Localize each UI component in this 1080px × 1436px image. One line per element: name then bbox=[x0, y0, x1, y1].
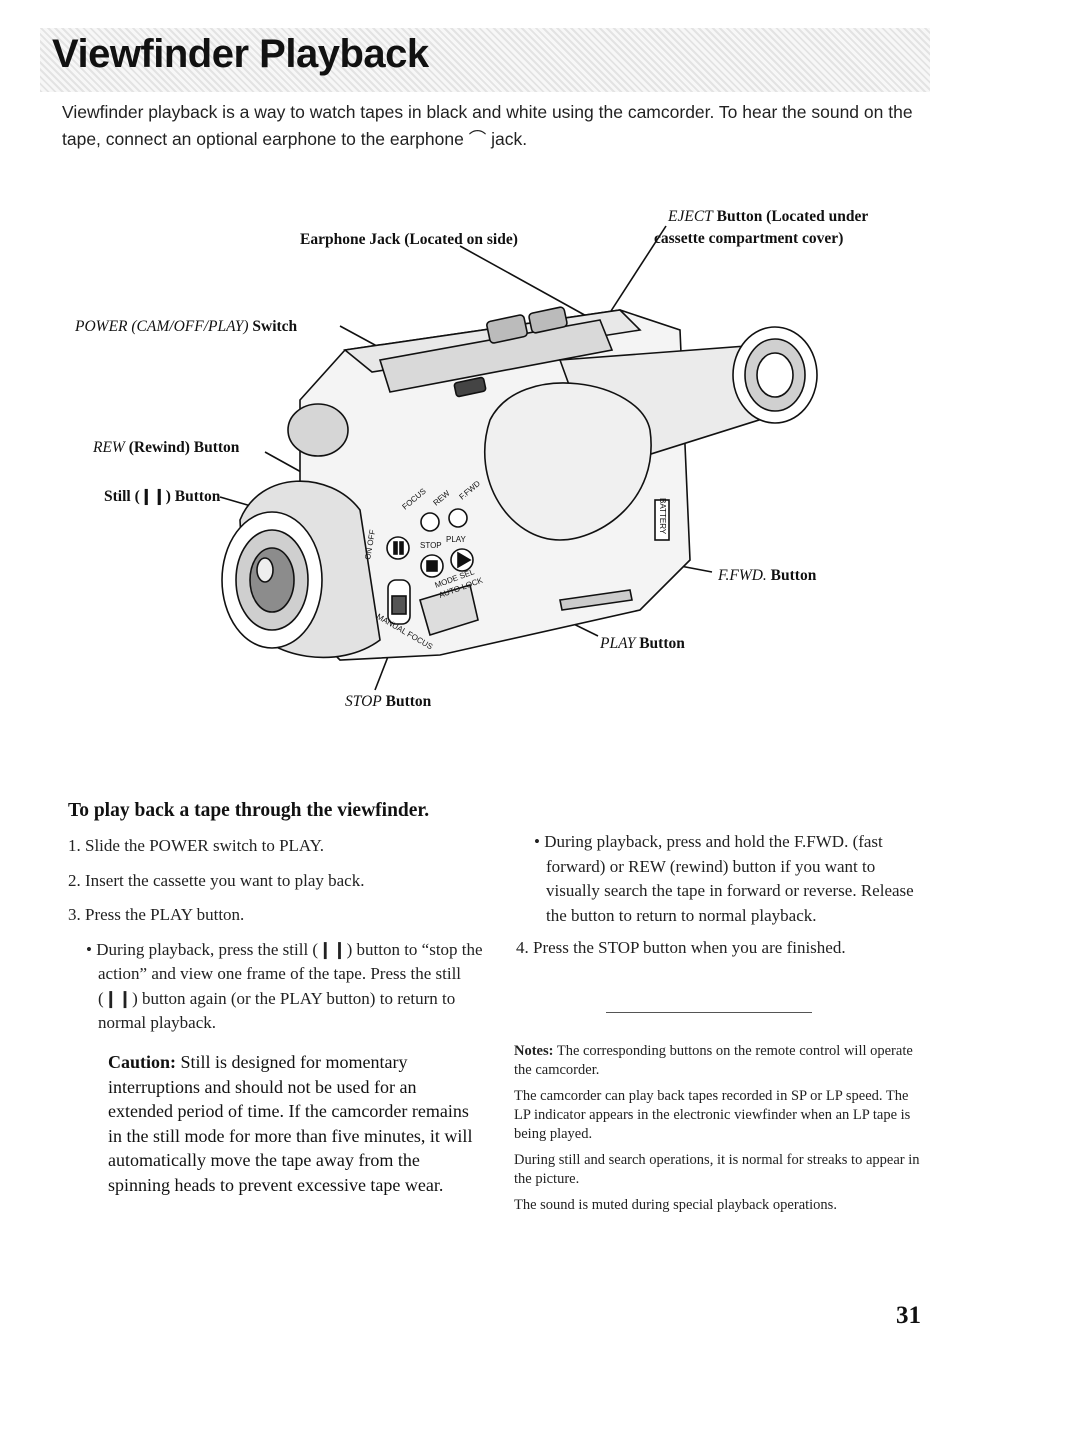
earphone-leader-line bbox=[459, 245, 591, 319]
battery-slot bbox=[654, 499, 670, 541]
ffwd-button bbox=[448, 508, 468, 528]
note-3: During still and search operations, it i… bbox=[514, 1152, 920, 1187]
note-4: The sound is muted during special playba… bbox=[514, 1197, 837, 1213]
page-title: Viewfinder Playback bbox=[52, 32, 429, 76]
side-cover bbox=[484, 382, 652, 541]
divider-rule bbox=[606, 1012, 812, 1013]
instruction-steps-right: • During playback, press and hold the F.… bbox=[516, 830, 916, 961]
stop-label: STOP bbox=[420, 541, 442, 550]
step-3: 3. Press the PLAY button. bbox=[68, 905, 245, 924]
earphone-jack-callout: Earphone Jack (Located on side) bbox=[300, 231, 518, 248]
note-1: Notes: The corresponding buttons on the … bbox=[514, 1043, 913, 1078]
still-bullet: • During playback, press the still (❙❙) … bbox=[86, 939, 483, 1033]
intro-paragraph: Viewfinder playback is a way to watch ta… bbox=[62, 102, 913, 149]
notes-section: Notes: The corresponding buttons on the … bbox=[514, 1042, 924, 1222]
step-1: 1. Slide the POWER switch to PLAY. bbox=[68, 836, 324, 855]
step-2: 2. Insert the cassette you want to play … bbox=[68, 870, 365, 890]
search-bullet: • During playback, press and hold the F.… bbox=[534, 832, 914, 925]
step-4: 4. Press the STOP button when you are fi… bbox=[516, 938, 846, 957]
manual-focus-dial bbox=[419, 583, 479, 637]
rew-button-callout: REW (Rewind) Button bbox=[93, 439, 240, 456]
battery-label: BATTERY bbox=[658, 498, 667, 535]
ffwd-button-callout: F.FWD. Button bbox=[718, 567, 817, 584]
eject-button-callout: EJECT Button (Located under bbox=[668, 208, 869, 225]
still-button bbox=[386, 536, 410, 560]
power-switch-callout: POWER (CAM/OFF/PLAY) Switch bbox=[75, 318, 298, 335]
note-2: The camcorder can play back tapes record… bbox=[514, 1088, 911, 1142]
eject-button-callout-line2: cassette compartment cover) bbox=[654, 230, 844, 247]
microphone bbox=[287, 403, 349, 457]
play-label: PLAY bbox=[446, 535, 467, 544]
page-number: 31 bbox=[896, 1302, 921, 1329]
stop-button-callout: STOP Button bbox=[345, 693, 432, 710]
play-button-callout: PLAY Button bbox=[600, 635, 685, 652]
caution-box: Caution: Still is designed for momentary… bbox=[108, 1052, 473, 1195]
rew-button bbox=[420, 512, 440, 532]
instructions-heading: To play back a tape through the viewfind… bbox=[68, 800, 430, 821]
instruction-steps-left: 1. Slide the POWER switch to PLAY. 2. In… bbox=[68, 834, 488, 1046]
title-banner bbox=[40, 28, 930, 92]
still-button-callout: Still (❙❙) Button bbox=[104, 488, 221, 505]
camcorder-illustration: FOCUS REW F.FWD STOP PLAY ON OFF MODE SE… bbox=[219, 225, 818, 691]
